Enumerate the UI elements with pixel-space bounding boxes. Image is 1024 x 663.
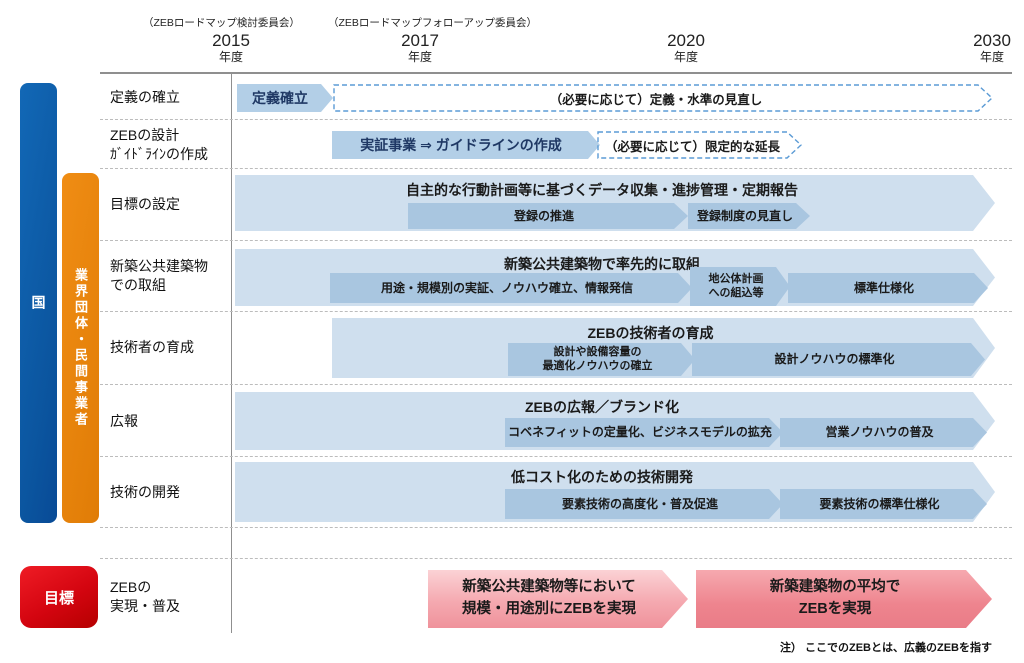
dashed-arrow-limited-extension-label: （必要に応じて）限定的な延長 — [604, 139, 780, 154]
year-2017: 2017 年度 — [390, 31, 450, 64]
industry-bar-label: 業界団体・民間事業者 — [73, 268, 88, 428]
row-separator — [100, 384, 1012, 385]
year-value: 2020 — [667, 31, 705, 50]
row-label-pr: 広報 — [110, 413, 138, 429]
sub-arrow-local-gov-plans: 地公体計画 への組込等 — [690, 267, 790, 306]
year-unit: 年度 — [218, 49, 243, 64]
sub-arrow-design-capacity-knowhow: 設計や設備容量の 最適化ノウハウの確立 — [508, 343, 695, 376]
row-separator — [100, 558, 1012, 559]
row-separator — [100, 119, 1012, 120]
arrow-public-buildings-title: 新築公共建築物で率先的に取組 — [504, 256, 700, 272]
timeline-2015-divider — [231, 72, 232, 633]
year-2020: 2020 年度 — [656, 31, 716, 64]
year-unit: 年度 — [407, 49, 432, 64]
goal-badge-label: 目標 — [43, 589, 74, 607]
row-label-engineer-training: 技術者の育成 — [110, 339, 194, 355]
sub-arrow-element-tech-standardization: 要素技術の標準仕様化 — [780, 489, 987, 519]
nation-bar-label: 国 — [30, 294, 47, 312]
row-label-tech-development: 技術の開発 — [110, 484, 180, 500]
arrow-goal-setting-title: 自主的な行動計画等に基づくデータ収集・進捗管理・定期報告 — [406, 182, 798, 198]
row-separator — [100, 168, 1012, 169]
row-separator — [100, 527, 1012, 528]
year-2030: 2030 年度 — [962, 31, 1022, 64]
year-value: 2030 — [973, 31, 1011, 50]
arrow-low-cost-tech-title: 低コスト化のための技術開発 — [511, 469, 693, 485]
row-label-goal-setting: 目標の設定 — [110, 196, 180, 212]
industry-bar: 業界団体・民間事業者 — [62, 173, 99, 523]
footnote: 注） ここでのZEBとは、広義のZEBを指す — [779, 642, 992, 654]
row-label-definition: 定義の確立 — [110, 89, 180, 105]
sub-arrow-standard-specification: 標準仕様化 — [788, 273, 988, 303]
timeline-axis — [100, 72, 1012, 74]
row-label-zeb-realization: ZEBの 実現・普及 — [110, 579, 180, 614]
sub-arrow-design-knowhow-standardization: 設計ノウハウの標準化 — [692, 343, 985, 376]
committee-label-2: （ZEBロードマップフォローアップ委員会） — [328, 17, 537, 29]
sub-arrow-use-scale-demonstration: 用途・規模別の実証、ノウハウ確立、情報発信 — [330, 273, 692, 303]
arrow-engineer-training-title: ZEBの技術者の育成 — [587, 325, 714, 341]
arrow-demonstration-guideline: 実証事業 ⇒ ガイドラインの作成 — [332, 131, 600, 159]
arrow-definition-established: 定義確立 — [237, 84, 333, 112]
goal-badge: 目標 — [20, 566, 98, 628]
year-2015: 2015 年度 — [201, 31, 261, 64]
sub-arrow-sales-knowhow: 営業ノウハウの普及 — [780, 418, 987, 447]
sub-arrow-registration-system-review: 登録制度の見直し — [688, 203, 810, 229]
row-separator — [100, 240, 1012, 241]
goal-arrow-public-buildings-zeb: 新築公共建築物等において 規模・用途別にZEBを実現 — [428, 570, 688, 628]
sub-arrow-element-tech-advancement: 要素技術の高度化・普及促進 — [505, 489, 783, 519]
row-separator — [100, 311, 1012, 312]
sub-arrow-cobenefit-business-model: コベネフィットの定量化、ビジネスモデルの拡充 — [505, 418, 783, 447]
goal-arrow-average-zeb: 新築建築物の平均で ZEBを実現 — [696, 570, 992, 628]
row-label-guideline: ZEBの設計 ｶﾞｲﾄﾞﾗｲﾝの作成 — [110, 127, 208, 162]
row-label-public-buildings: 新築公共建築物 での取組 — [110, 258, 208, 293]
year-unit: 年度 — [673, 49, 698, 64]
year-unit: 年度 — [979, 49, 1004, 64]
dashed-arrow-definition-review-label: （必要に応じて）定義・水準の見直し — [549, 92, 763, 107]
dashed-arrow-limited-extension — [597, 131, 802, 159]
year-value: 2017 — [401, 31, 439, 50]
year-value: 2015 — [212, 31, 250, 50]
committee-label-1: （ZEBロードマップ検討委員会） — [143, 17, 300, 29]
arrow-pr-branding-title: ZEBの広報／ブランド化 — [525, 399, 679, 415]
sub-arrow-registration-promotion: 登録の推進 — [408, 203, 688, 229]
nation-bar: 国 — [20, 83, 57, 523]
row-separator — [100, 456, 1012, 457]
dashed-arrow-definition-review — [333, 84, 993, 112]
